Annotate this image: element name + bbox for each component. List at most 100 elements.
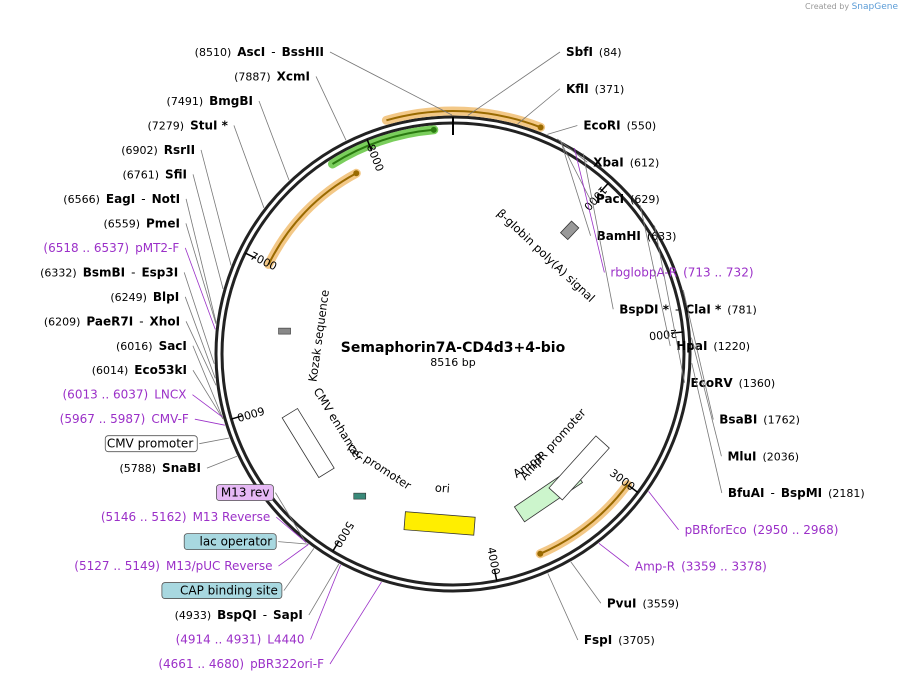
label-part: (6332) [40,266,77,279]
label-part: (5127 .. 5149) [74,559,160,573]
label-part: HpaI [676,339,707,353]
label-text: KflI(371) [566,82,624,96]
credit-brand: SnapGene [851,2,898,12]
label-part: (629) [630,193,660,206]
label-part: BspMI [781,486,822,500]
tick-label: 4000 [484,546,502,576]
credit-prefix: Created by [805,2,850,11]
feature-tag-box [161,582,283,599]
feature-ampr-promoter: AmpR promoter [517,405,610,501]
feature-kozak-sequence: Kozak sequence [278,289,332,383]
site-label: SbfI(84) [467,45,622,116]
label-text: Amp-R(3359 .. 3378) [635,560,767,574]
feature-lac-promoter: lac promoter [345,440,414,500]
backbone-ring [214,115,692,593]
site-label: FspI(3705) [547,573,655,647]
label-part: pMT2-F [135,241,179,255]
leader-line [192,370,224,420]
primer-label: (6518 .. 6537) pMT2-F [43,241,216,330]
label-part: EcoRI [583,119,620,133]
tick-mark [231,414,244,420]
site-label: (6332)BsmBI-Esp3I [40,265,215,364]
primer-label: (5146 .. 5162)M13 Reverse [101,510,307,543]
feature-shape [559,220,580,241]
label-part: SbfI [566,45,593,59]
label-text: (8510)AscI-BssHII [195,45,324,59]
label-part: XbaI [593,155,623,169]
feature-arcs [264,106,632,559]
label-part: (4914 .. 4931) [176,633,262,647]
label-text: lac operator [199,535,272,549]
primer-label: Amp-R(3359 .. 3378) [598,542,767,574]
label-part: CMV promoter [107,437,194,451]
feature-label: lac promoter [345,440,414,492]
tick-label: 8000 [364,143,386,174]
label-part: (2036) [763,450,800,463]
leader-line [199,437,230,445]
feature-tag-box [216,484,274,502]
label-text: rbglobpA-R(713 .. 732) [610,266,753,280]
label-part: lac operator [199,535,272,549]
site-label: XbaI(612) [557,138,659,169]
label-part: (6518 .. 6537) [43,241,129,255]
label-part: SacI [159,339,187,353]
label-part: KflI [566,82,589,96]
primer-label: (5967 .. 5987)CMV-F [60,412,225,426]
label-part: BspDI * [619,302,669,316]
leader-line [315,76,347,141]
leader-line [233,125,265,208]
leader-line [682,289,714,420]
site-label: (5788)SnaBI [119,455,238,475]
label-text: CAP binding site [180,584,278,598]
label-text: BamHI(633) [597,229,677,243]
leader-line [639,205,671,347]
label-part: SfiI [165,167,187,181]
label-part: (6014) [92,364,129,377]
leader-line [278,541,309,545]
site-label: PacI (629) [559,140,660,206]
label-part: CMV-F [151,412,189,426]
site-label: (6014) Eco53kI [92,363,224,420]
tick-mark [627,484,639,494]
label-part: (6761) [122,168,159,181]
label-text: pBRforEco(2950 .. 2968) [685,523,839,537]
leader-line [184,296,216,379]
site-label: BspDI *-ClaI *(781) [582,153,757,316]
leader-line [691,337,722,457]
feature-tag: CMV promoter [104,435,230,453]
leader-line [185,223,217,324]
label-part: M13 rev [221,486,270,500]
leader-line [275,492,306,543]
leader-line [185,321,217,386]
tick-mark [670,331,684,334]
leader-line [283,548,315,591]
label-part: (5788) [119,462,156,475]
leader-line [329,51,453,116]
tick-mark [599,182,609,193]
feature-tag-box [104,435,198,453]
feature-label: ori [434,481,450,496]
label-part: pBR322ori-F [250,657,324,671]
label-part: PvuI [607,596,637,610]
label-part: SapI [273,608,303,622]
label-part: BmgBI [209,94,253,108]
label-part: (713 .. 732) [683,266,753,280]
site-labels: SbfI(84)KflI(371)EcoRI(550)XbaI(612)PacI… [40,45,865,671]
label-text: BspDI *-ClaI *(781) [619,302,757,316]
label-part: (5146 .. 5162) [101,510,187,524]
label-part: (1762) [763,414,800,427]
label-text: (6559)PmeI [103,216,179,230]
leader-line [258,100,290,181]
tick-mark [366,139,373,151]
label-part: EagI [106,192,135,206]
label-text: (6566)EagI-NotI [63,192,180,206]
label-part: BsaBI [719,413,757,427]
leader-line [194,418,225,426]
label-part: BlpI [153,290,179,304]
label-part: Eco53kI [134,363,187,377]
label-part: PacI [596,192,624,206]
leader-line [560,140,591,236]
primer-label: (4661 .. 4680)pBR322ori-F [158,581,382,671]
snapgene-credit: Created by SnapGene [805,2,898,12]
